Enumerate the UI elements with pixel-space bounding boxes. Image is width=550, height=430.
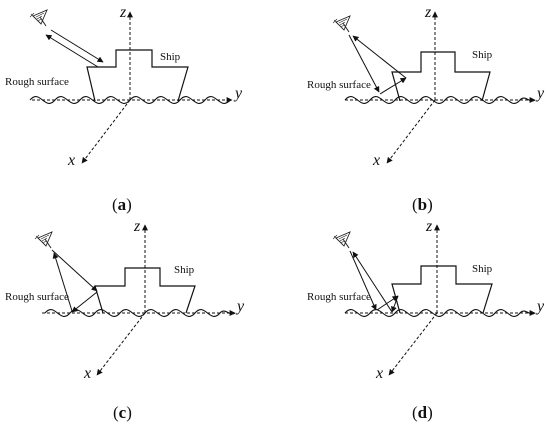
- incident-ray: [50, 29, 104, 63]
- radar-antenna-icon: [332, 231, 351, 249]
- ship-bounce-ray: [71, 291, 98, 313]
- rough-surface-curve: [344, 96, 536, 104]
- caption-b: (b): [412, 195, 433, 214]
- caption-a: (a): [112, 195, 132, 214]
- incident-ray: [51, 249, 98, 292]
- incident-ray: [348, 34, 380, 93]
- x-axis: [81, 99, 131, 164]
- panel-c: z y x Ship Rough surface (c): [5, 218, 245, 422]
- ship-to-surface-ray: [391, 295, 399, 313]
- ship-label: Ship: [472, 263, 493, 275]
- incident-ray: [349, 250, 377, 311]
- surface-to-ship-ray: [376, 295, 399, 311]
- x-axis-label: x: [375, 365, 383, 382]
- x-axis-label: x: [372, 152, 380, 169]
- z-axis-label: z: [133, 218, 141, 235]
- y-axis-label: y: [535, 298, 545, 315]
- ship-hull: [391, 51, 491, 102]
- x-axis-label: x: [83, 365, 91, 382]
- ship-hull: [94, 267, 196, 314]
- x-axis: [96, 312, 146, 376]
- caption-d: (d): [412, 403, 433, 422]
- rough-surface-label: Rough surface: [307, 79, 371, 91]
- ship-hull: [86, 49, 189, 102]
- z-axis-label: z: [425, 218, 433, 235]
- rough-surface-label: Rough surface: [5, 291, 69, 303]
- radar-antenna-icon: [332, 15, 351, 33]
- y-axis-label: y: [233, 85, 243, 102]
- panel-a: z y x Ship Rough surface (a): [5, 4, 243, 214]
- return-ray: [352, 251, 393, 313]
- x-axis-label: x: [67, 152, 75, 169]
- return-ray: [52, 252, 73, 312]
- ship-label: Ship: [160, 51, 181, 63]
- rough-surface-label: Rough surface: [307, 291, 371, 303]
- rough-surface-label: Rough surface: [5, 76, 69, 88]
- scattered-ray: [45, 34, 99, 68]
- z-axis-label: z: [119, 4, 127, 21]
- ship-hull: [391, 265, 493, 314]
- z-axis-label: z: [424, 4, 432, 21]
- x-axis: [388, 312, 438, 376]
- ship-label: Ship: [472, 49, 493, 61]
- caption-c: (c): [113, 403, 132, 422]
- radar-antenna-icon: [29, 9, 48, 27]
- y-axis-label: y: [535, 85, 545, 102]
- surface-bounce-ray: [379, 77, 407, 95]
- panel-b: z y x Ship Rough surface (b): [307, 4, 545, 214]
- rough-surface-curve: [29, 96, 231, 104]
- x-axis: [386, 99, 436, 164]
- panel-d: z y x Ship Rough surface (d): [307, 218, 545, 422]
- return-ray: [352, 35, 407, 79]
- y-axis-label: y: [235, 298, 245, 315]
- radar-antenna-icon: [34, 231, 53, 249]
- ship-label: Ship: [174, 264, 195, 276]
